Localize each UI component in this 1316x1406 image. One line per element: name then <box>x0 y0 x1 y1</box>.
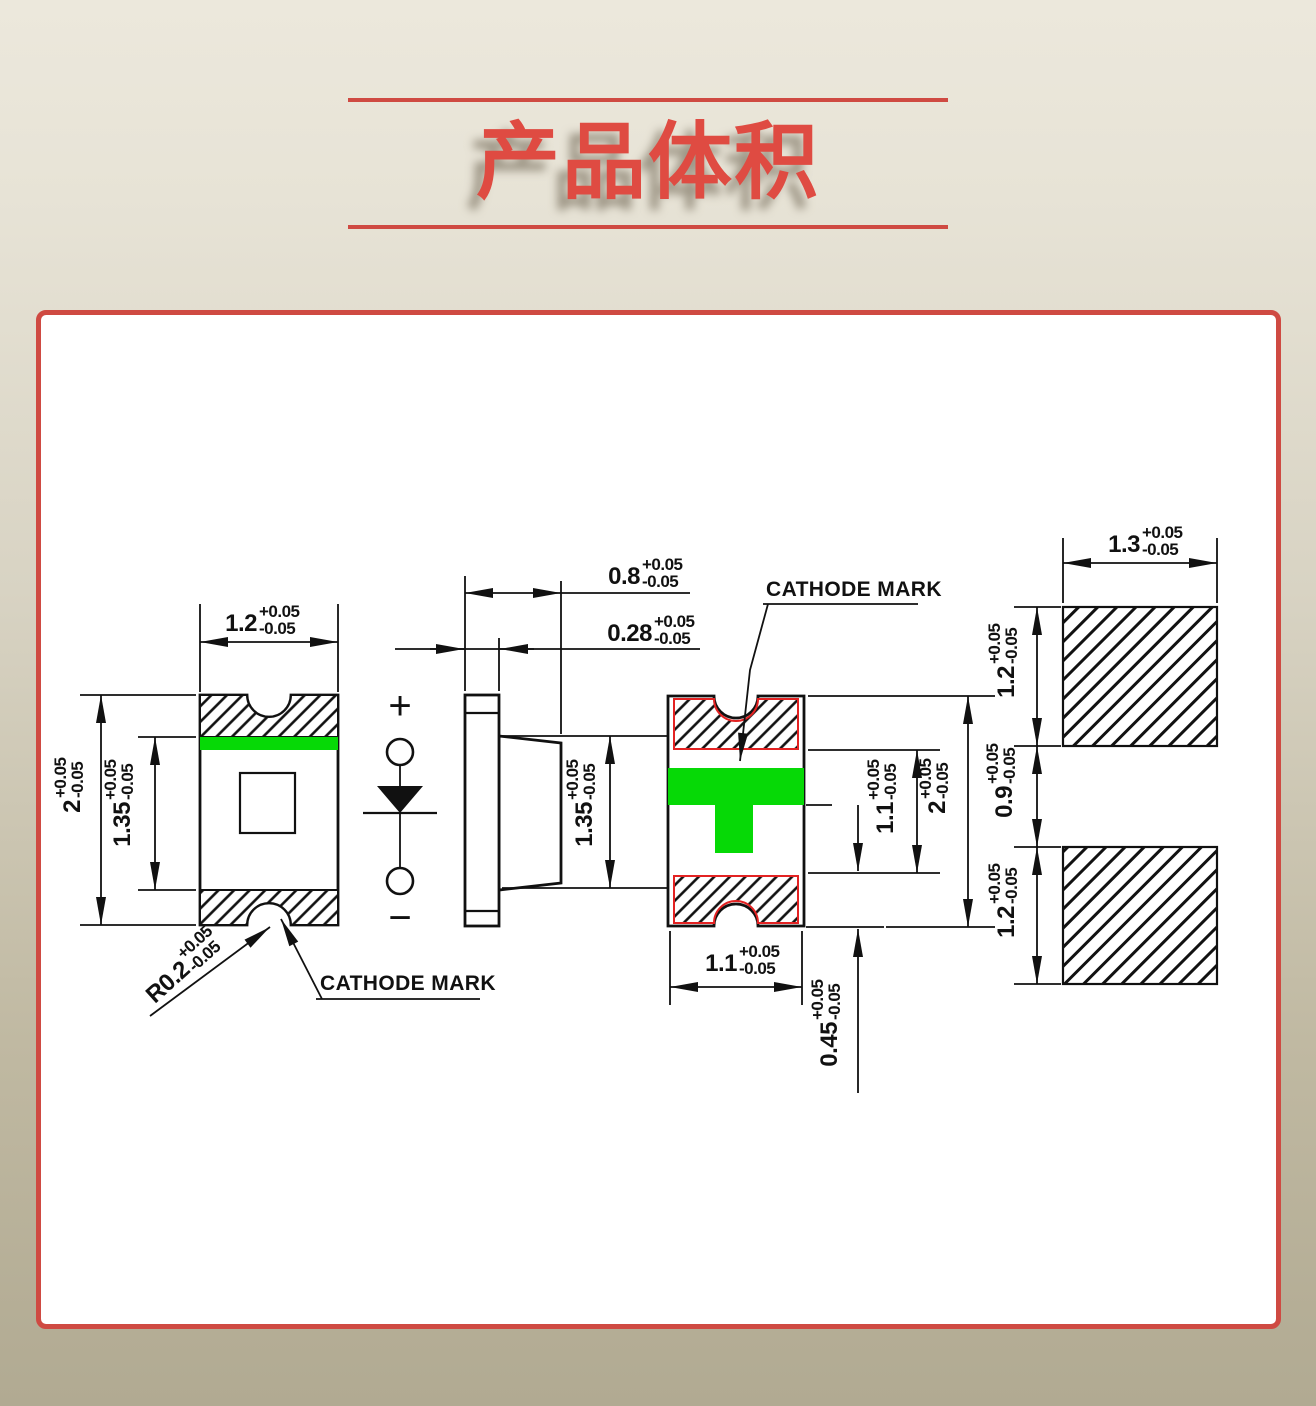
back-bottom-electrode <box>673 875 799 924</box>
pad-bottom <box>1061 845 1219 986</box>
svg-text:+0.05: +0.05 <box>808 979 827 1020</box>
svg-text:-0.05: -0.05 <box>1000 748 1019 784</box>
svg-text:0.8: 0.8 <box>608 563 640 590</box>
page-title-block: 产品体积 <box>348 98 948 229</box>
dim-pad-width: 1.3 +0.05 -0.05 <box>1062 523 1218 603</box>
polarity-diagram: + − <box>363 684 437 940</box>
svg-text:1.35: 1.35 <box>109 802 136 847</box>
anode-terminal <box>385 737 415 767</box>
dim-back-width: 1.1 +0.05 -0.05 <box>669 931 803 1005</box>
svg-text:1.1: 1.1 <box>872 802 899 834</box>
dim-pad-gap: 0.9 +0.05 -0.05 <box>983 743 1042 847</box>
svg-text:1.35: 1.35 <box>571 802 598 847</box>
diode-icon <box>377 786 423 813</box>
page-title: 产品体积 <box>475 115 820 209</box>
svg-text:1.2: 1.2 <box>993 666 1020 698</box>
svg-text:-0.05: -0.05 <box>259 619 295 638</box>
dim-side-inner-height: 1.35 +0.05 -0.05 <box>502 735 668 889</box>
svg-text:-0.05: -0.05 <box>1002 628 1021 664</box>
svg-text:-0.05: -0.05 <box>1002 868 1021 904</box>
side-reflector <box>497 734 563 892</box>
dim-front-width: 1.2 +0.05 -0.05 <box>199 602 339 692</box>
svg-text:-0.05: -0.05 <box>881 764 900 800</box>
cathode-mark-label-left: CATHODE MARK <box>280 918 496 1000</box>
pad-top <box>1061 605 1219 748</box>
svg-text:+0.05: +0.05 <box>101 759 120 800</box>
svg-text:0.9: 0.9 <box>991 786 1018 818</box>
dim-back-inner-height: 1.1 +0.05 -0.05 <box>808 749 940 873</box>
svg-text:-0.05: -0.05 <box>654 629 690 648</box>
front-bottom-electrode <box>199 889 339 926</box>
svg-text:-0.05: -0.05 <box>68 762 87 798</box>
dim-front-inner-height: 1.35 +0.05 -0.05 <box>101 736 196 891</box>
dimension-drawing-panel: 1.2 +0.05 -0.05 2 +0.05 -0.05 1.35 +0.05… <box>36 310 1281 1329</box>
front-view: 1.2 +0.05 -0.05 2 +0.05 -0.05 1.35 +0.05… <box>51 602 496 1017</box>
svg-text:0.28: 0.28 <box>607 620 652 647</box>
dim-pad-top-height: 1.2 +0.05 -0.05 <box>985 607 1042 746</box>
svg-text:+0.05: +0.05 <box>642 555 683 574</box>
back-view: CATHODE MARK 1.1 +0.05 -0.05 0.45 +0.05 … <box>666 578 995 1093</box>
front-top-electrode <box>199 694 339 738</box>
dim-front-height: 2 +0.05 -0.05 <box>51 694 196 926</box>
pad-layout: 1.3 +0.05 -0.05 1.2 +0.05 -0.05 0.9 +0.0… <box>983 523 1219 986</box>
cathode-mark-label-right: CATHODE MARK <box>738 578 942 762</box>
svg-text:+0.05: +0.05 <box>739 942 780 961</box>
svg-text:CATHODE MARK: CATHODE MARK <box>766 578 942 601</box>
dim-side-depth: 0.8 +0.05 -0.05 <box>464 555 690 734</box>
svg-text:2: 2 <box>59 800 86 813</box>
svg-text:1.2: 1.2 <box>225 610 257 637</box>
svg-text:-0.05: -0.05 <box>825 984 844 1020</box>
svg-text:+0.05: +0.05 <box>51 757 70 798</box>
back-cathode-mark <box>668 768 804 853</box>
back-top-electrode <box>673 698 799 750</box>
side-view: + − 0.8 +0.05 -0.05 0.28 +0.05 <box>363 555 700 940</box>
dim-side-thickness: 0.28 +0.05 -0.05 <box>395 612 700 691</box>
svg-text:1.3: 1.3 <box>1108 531 1140 558</box>
svg-text:-0.05: -0.05 <box>1142 540 1178 559</box>
svg-text:+0.05: +0.05 <box>916 758 935 799</box>
plus-sign: + <box>388 684 411 728</box>
svg-text:+0.05: +0.05 <box>985 863 1004 904</box>
svg-text:+0.05: +0.05 <box>563 759 582 800</box>
svg-text:1.1: 1.1 <box>705 950 737 977</box>
svg-text:+0.05: +0.05 <box>654 612 695 631</box>
svg-text:+0.05: +0.05 <box>985 623 1004 664</box>
cathode-terminal <box>385 866 415 896</box>
front-die <box>238 771 297 835</box>
side-body <box>463 693 501 928</box>
svg-text:-0.05: -0.05 <box>933 763 952 799</box>
svg-text:+0.05: +0.05 <box>983 743 1002 784</box>
svg-text:0.45: 0.45 <box>816 1022 843 1067</box>
svg-text:+0.05: +0.05 <box>864 759 883 800</box>
dimension-drawing: 1.2 +0.05 -0.05 2 +0.05 -0.05 1.35 +0.05… <box>51 523 1219 1093</box>
svg-text:2: 2 <box>924 801 951 814</box>
dim-notch-radius: R0.2 +0.05 -0.05 <box>141 922 271 1017</box>
svg-text:-0.05: -0.05 <box>739 959 775 978</box>
dim-pad-bottom-height: 1.2 +0.05 -0.05 <box>985 847 1042 984</box>
dim-back-height: 2 +0.05 -0.05 <box>808 695 995 928</box>
front-cathode-strip <box>200 737 338 750</box>
minus-sign: − <box>388 896 411 940</box>
svg-text:+0.05: +0.05 <box>1142 523 1183 542</box>
dim-back-electrode: 0.45 +0.05 -0.05 <box>806 804 940 1093</box>
svg-text:-0.05: -0.05 <box>580 764 599 800</box>
svg-text:-0.05: -0.05 <box>118 764 137 800</box>
svg-text:CATHODE MARK: CATHODE MARK <box>320 972 496 995</box>
svg-text:-0.05: -0.05 <box>642 572 678 591</box>
svg-text:1.2: 1.2 <box>993 906 1020 938</box>
svg-text:+0.05: +0.05 <box>259 602 300 621</box>
